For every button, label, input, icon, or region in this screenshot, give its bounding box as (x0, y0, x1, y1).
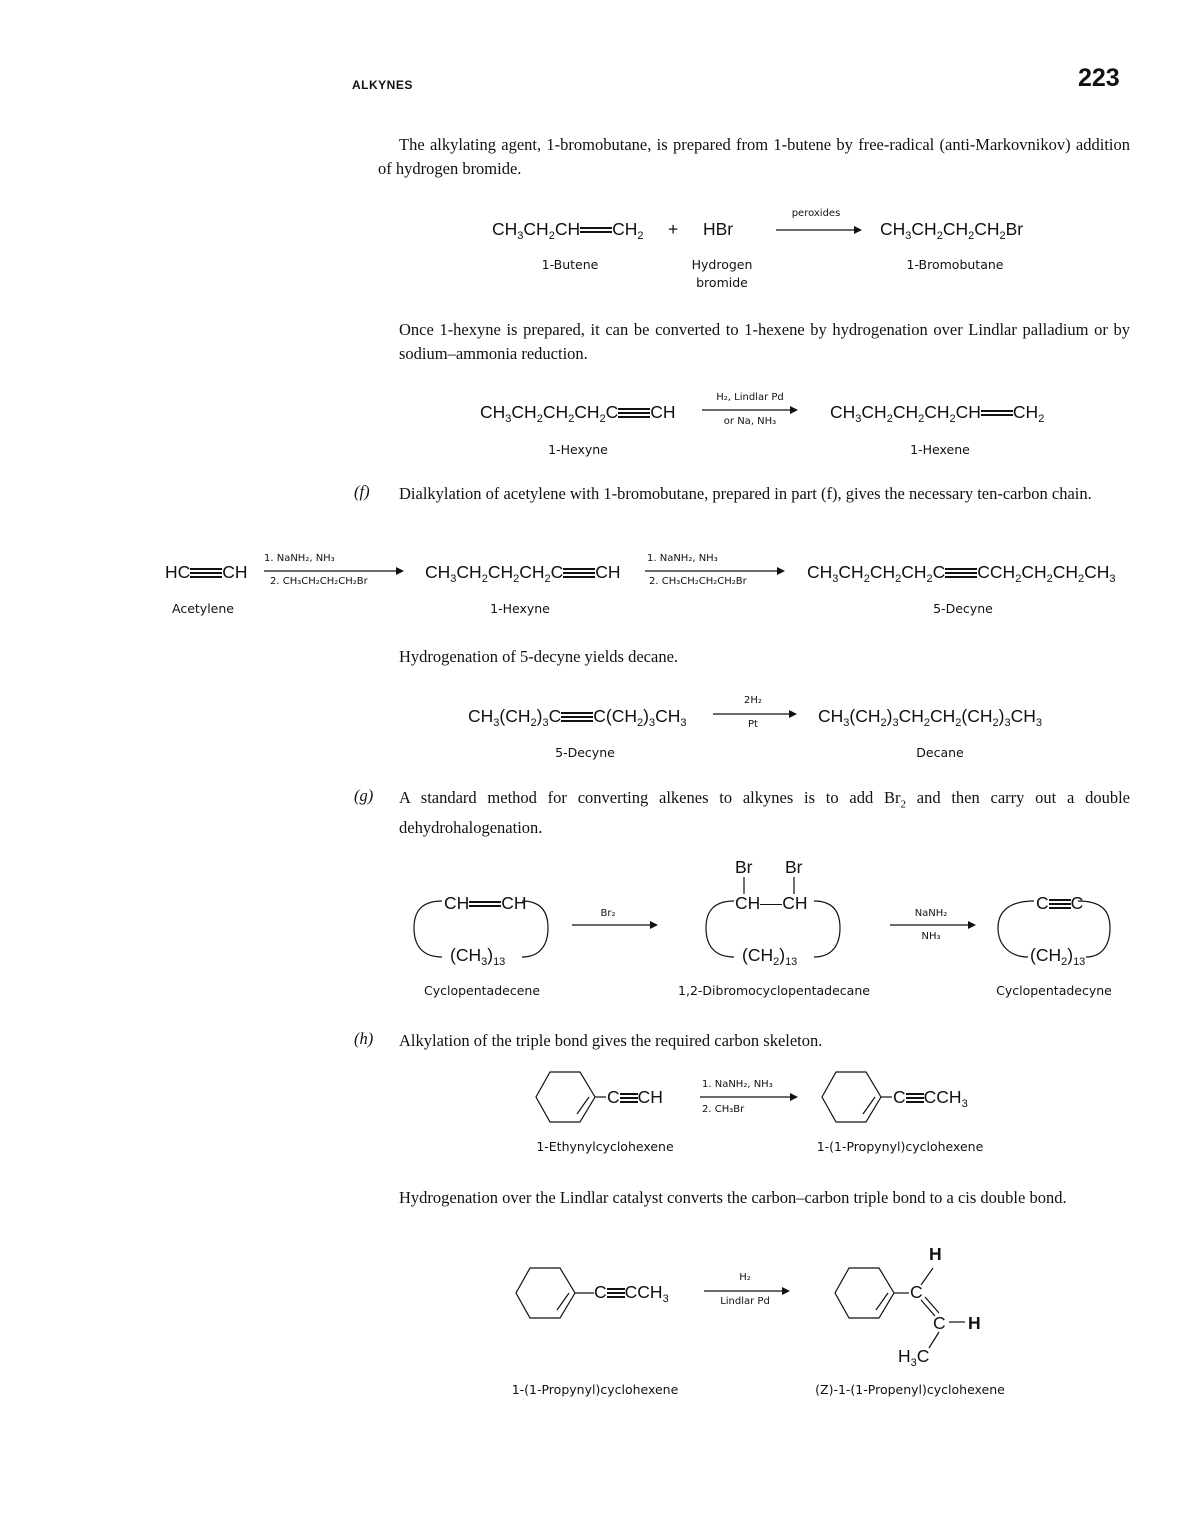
reaction-arrow (704, 1287, 790, 1295)
reagent-step2-bottom: 2. CH₃CH₂CH₂CH₂Br (649, 576, 747, 587)
reagent-step1-top: 1. NaNH₂, NH₃ (264, 553, 335, 564)
part-h-letter: (h) (354, 1029, 374, 1048)
part-g-letter: (g) (354, 786, 374, 805)
label-1-propynylcyclohexene: 1-(1-Propynyl)cyclohexene (511, 1382, 679, 1397)
reaction-arrow (645, 567, 785, 575)
reagent-na-nh3: or Na, NH₃ (723, 416, 777, 427)
bromine-1: Br (735, 857, 753, 877)
reaction-arrow (264, 567, 404, 575)
label-acetylene: Acetylene (172, 601, 234, 616)
cyclopentadecene-bottom: (CH3)13 (450, 945, 506, 968)
cyclohexene-ring-icon (515, 1267, 594, 1319)
reaction-arrow (700, 1093, 798, 1101)
reagent-lindlar-pd: Lindlar Pd (720, 1296, 770, 1307)
reagent-2h2: 2H₂ (744, 695, 762, 706)
label-cyclopentadecyne: Cyclopentadecyne (996, 983, 1112, 998)
ring-bond-reactant (413, 900, 549, 958)
cyclohexene-ring-icon (535, 1071, 606, 1123)
part-f-letter: (f) (354, 482, 370, 501)
paragraph-hexyne-to-hexene: Once 1-hexyne is prepared, it can be con… (399, 320, 1130, 363)
label-5-decyne: 5-Decyne (933, 601, 993, 616)
reagent-br2: Br₂ (600, 908, 616, 919)
label-1-hexene: 1-Hexene (910, 442, 970, 457)
paragraph-lindlar-cis: Hydrogenation over the Lindlar catalyst … (399, 1188, 1067, 1207)
bromine-2: Br (785, 857, 803, 877)
part-h-text: Alkylation of the triple bond gives the … (399, 1031, 823, 1050)
cyclohexene-ring-icon (821, 1071, 892, 1123)
reagent-h2-lindlar: H₂, Lindlar Pd (716, 392, 784, 403)
label-1-hexyne: 1-Hexyne (490, 601, 550, 616)
product-h-right: H (968, 1313, 981, 1333)
reagent-peroxides: peroxides (791, 208, 841, 219)
label-1-ethynylcyclohexene: 1-Ethynylcyclohexene (536, 1139, 674, 1154)
product-c2: C (933, 1313, 946, 1333)
product-h-top: H (929, 1244, 942, 1264)
reagent-step1-bottom: 2. CH₃CH₂CH₂CH₂Br (270, 576, 368, 587)
label-1-hexyne: 1-Hexyne (548, 442, 608, 457)
page-number: 223 (1078, 64, 1120, 92)
label-5-decyne: 5-Decyne (555, 745, 615, 760)
reagent-h2: H₂ (739, 1272, 751, 1283)
paragraph-decyne-hydrogenation: Hydrogenation of 5-decyne yields decane. (399, 647, 679, 666)
reagent-ch3br: 2. CH₃Br (702, 1104, 745, 1115)
running-header: ALKYNES (352, 78, 413, 92)
label-cyclopentadecene: Cyclopentadecene (423, 983, 541, 998)
reaction-arrow (776, 226, 862, 234)
product-ch3: H3C (898, 1346, 930, 1369)
label-1-butene: 1-Butene (541, 257, 599, 272)
reagent-nh3: NH₃ (921, 931, 941, 942)
intro-paragraph: The alkylating agent, 1-bromobutane, is … (378, 135, 1130, 178)
dibromo-bottom: (CH2)13 (742, 945, 798, 968)
product-decane: CH3(CH2)3CH2CH2(CH2)3CH3 (818, 706, 1042, 729)
cyclopentadecyne-bottom: (CH2)13 (1030, 945, 1086, 968)
product-1-bromobutane: CH3CH2CH2CH2Br (880, 219, 1024, 242)
reagent-nanh2-nh3: 1. NaNH₂, NH₃ (702, 1079, 773, 1090)
label-1-propynylcyclohexene: 1-(1-Propynyl)cyclohexene (816, 1139, 984, 1154)
label-decane: Decane (916, 745, 964, 760)
label-dibromocyclopentadecane: 1,2-Dibromocyclopentadecane (678, 983, 870, 998)
label-bromide: bromide (696, 275, 748, 290)
part-g-text: A standard method for converting alkenes… (399, 788, 1131, 838)
reaction-arrow (713, 710, 797, 718)
reaction-arrow (702, 406, 798, 414)
label-hydrogen: Hydrogen (691, 257, 753, 272)
label-z-propenylcyclohexene: (Z)-1-(1-Propenyl)cyclohexene (815, 1382, 1005, 1397)
z-propenylcyclohexene-structure (834, 1267, 965, 1349)
reaction-arrow (890, 921, 976, 929)
reactant-hbr: HBr (703, 219, 734, 239)
reagent-step2-top: 1. NaNH₂, NH₃ (647, 553, 718, 564)
ring-bond-mid (705, 900, 841, 958)
ring-bond-product (997, 900, 1111, 958)
reagent-pt: Pt (748, 719, 758, 730)
label-1-bromobutane: 1-Bromobutane (906, 257, 1004, 272)
plus-sign: + (668, 219, 679, 239)
product-c1: C (910, 1282, 923, 1302)
c-br-bonds (743, 877, 795, 894)
reaction-arrow (572, 921, 658, 929)
part-f-text: Dialkylation of acetylene with 1-bromobu… (399, 484, 1092, 503)
reagent-nanh2: NaNH₂ (914, 908, 948, 919)
